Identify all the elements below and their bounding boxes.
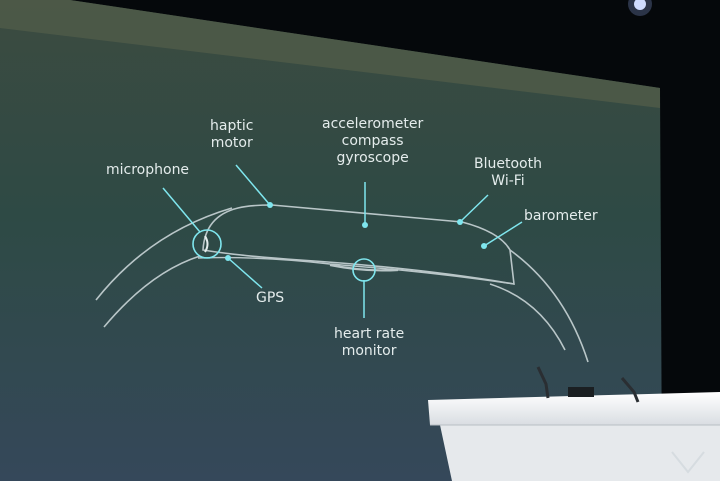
podium-microphones	[536, 366, 640, 403]
microphone-ring	[192, 229, 222, 259]
label-microphone: microphone	[106, 162, 190, 178]
projection-screen	[0, 0, 662, 481]
podium-device	[568, 387, 594, 397]
callout-dots	[225, 202, 487, 261]
podium-top	[428, 392, 720, 425]
callout-lines	[162, 164, 523, 318]
label-heart-rate-monitor: heart rate monitor	[334, 326, 405, 359]
band-outer-left	[95, 207, 233, 301]
label-bluetooth-wifi: Bluetooth Wi-Fi	[474, 156, 542, 189]
heart-rate-ring	[352, 258, 376, 282]
watermark-logo	[671, 451, 705, 474]
label-haptic-motor: haptic motor	[210, 118, 254, 151]
band-outer-right	[509, 249, 589, 363]
band-inner-right	[489, 283, 566, 351]
label-motion-sensors: accelerometer compass gyroscope	[322, 116, 424, 166]
band-inner-left	[103, 255, 201, 328]
podium-front	[440, 425, 720, 481]
label-gps: GPS	[256, 290, 285, 306]
label-barometer: barometer	[524, 208, 598, 224]
stage-light	[634, 0, 646, 10]
watch-body	[202, 204, 515, 285]
